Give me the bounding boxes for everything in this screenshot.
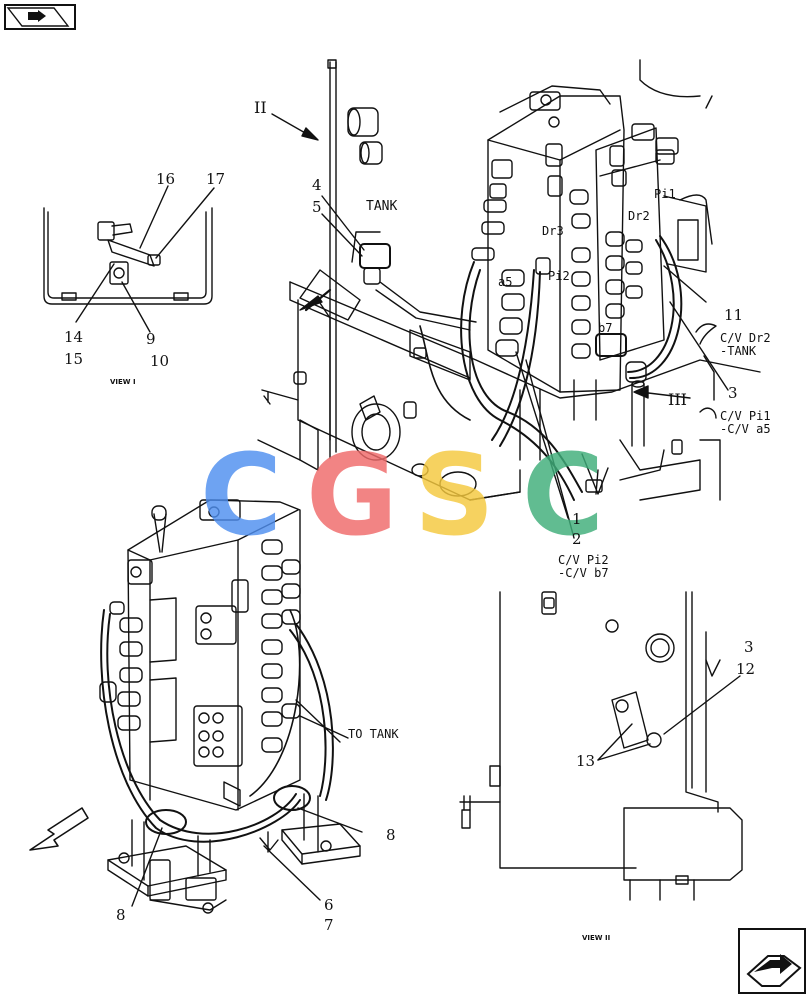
callout-3-top: 3	[728, 384, 738, 402]
prev-page-button[interactable]	[4, 4, 76, 30]
page-turn-arrow-icon	[746, 954, 802, 987]
callout-8-left: 8	[116, 906, 126, 924]
callout-2: 2	[572, 530, 582, 548]
label-pi1-a5: C/V Pi1 -C/V a5	[720, 409, 771, 436]
callout-12: 12	[736, 660, 756, 678]
bottom-valve-assembly	[29, 499, 363, 914]
view-ii-inset	[459, 591, 743, 901]
label-pi2-b7: C/V Pi2 -C/V b7	[558, 553, 609, 580]
callout-1: 1	[572, 510, 582, 528]
spool-rows	[471, 189, 643, 359]
label-dr2-tank: C/V Dr2 -TANK	[720, 331, 771, 358]
watermark-letter-c2: C	[522, 431, 605, 561]
bottom-spool-stack	[99, 539, 301, 753]
main-valve-assembly	[257, 59, 761, 539]
port-pi2: Pi2	[548, 269, 570, 283]
view-i-inset	[43, 185, 215, 333]
callout-5: 5	[312, 198, 322, 216]
label-to-tank: TO TANK	[348, 727, 399, 741]
callout-9: 9	[146, 330, 156, 348]
port-b7: b7	[598, 321, 613, 335]
callout-11: 11	[724, 306, 744, 324]
callout-17: 17	[206, 170, 226, 188]
callout-16: 16	[156, 170, 176, 188]
watermark-letter-g: G	[306, 431, 398, 561]
watermark-letter-c1: C	[200, 431, 283, 561]
watermark: C G S C	[200, 440, 640, 570]
next-page-button[interactable]	[738, 928, 806, 994]
callout-4: 4	[312, 176, 322, 194]
callout-8-right: 8	[386, 826, 396, 844]
callout-13: 13	[576, 752, 596, 770]
view-marker-ii: II	[254, 98, 267, 117]
port-dr3: Dr3	[542, 224, 564, 238]
callout-6: 6	[324, 896, 334, 914]
label-tank: TANK	[366, 199, 398, 214]
callout-10: 10	[150, 352, 170, 370]
folder-arrow-icon	[6, 7, 70, 27]
label-view-ii: VIEW II	[582, 934, 611, 942]
port-a5: a5	[498, 275, 513, 289]
callout-3-bottom: 3	[744, 638, 754, 656]
view-marker-iii: III	[668, 390, 687, 409]
callout-14: 14	[64, 328, 84, 346]
watermark-letter-s: S	[414, 431, 495, 561]
port-pi1: Pi1	[654, 187, 676, 201]
callout-7: 7	[324, 916, 334, 934]
label-view-i: VIEW I	[110, 378, 136, 386]
callout-15: 15	[64, 350, 84, 368]
port-dr2: Dr2	[628, 209, 650, 223]
